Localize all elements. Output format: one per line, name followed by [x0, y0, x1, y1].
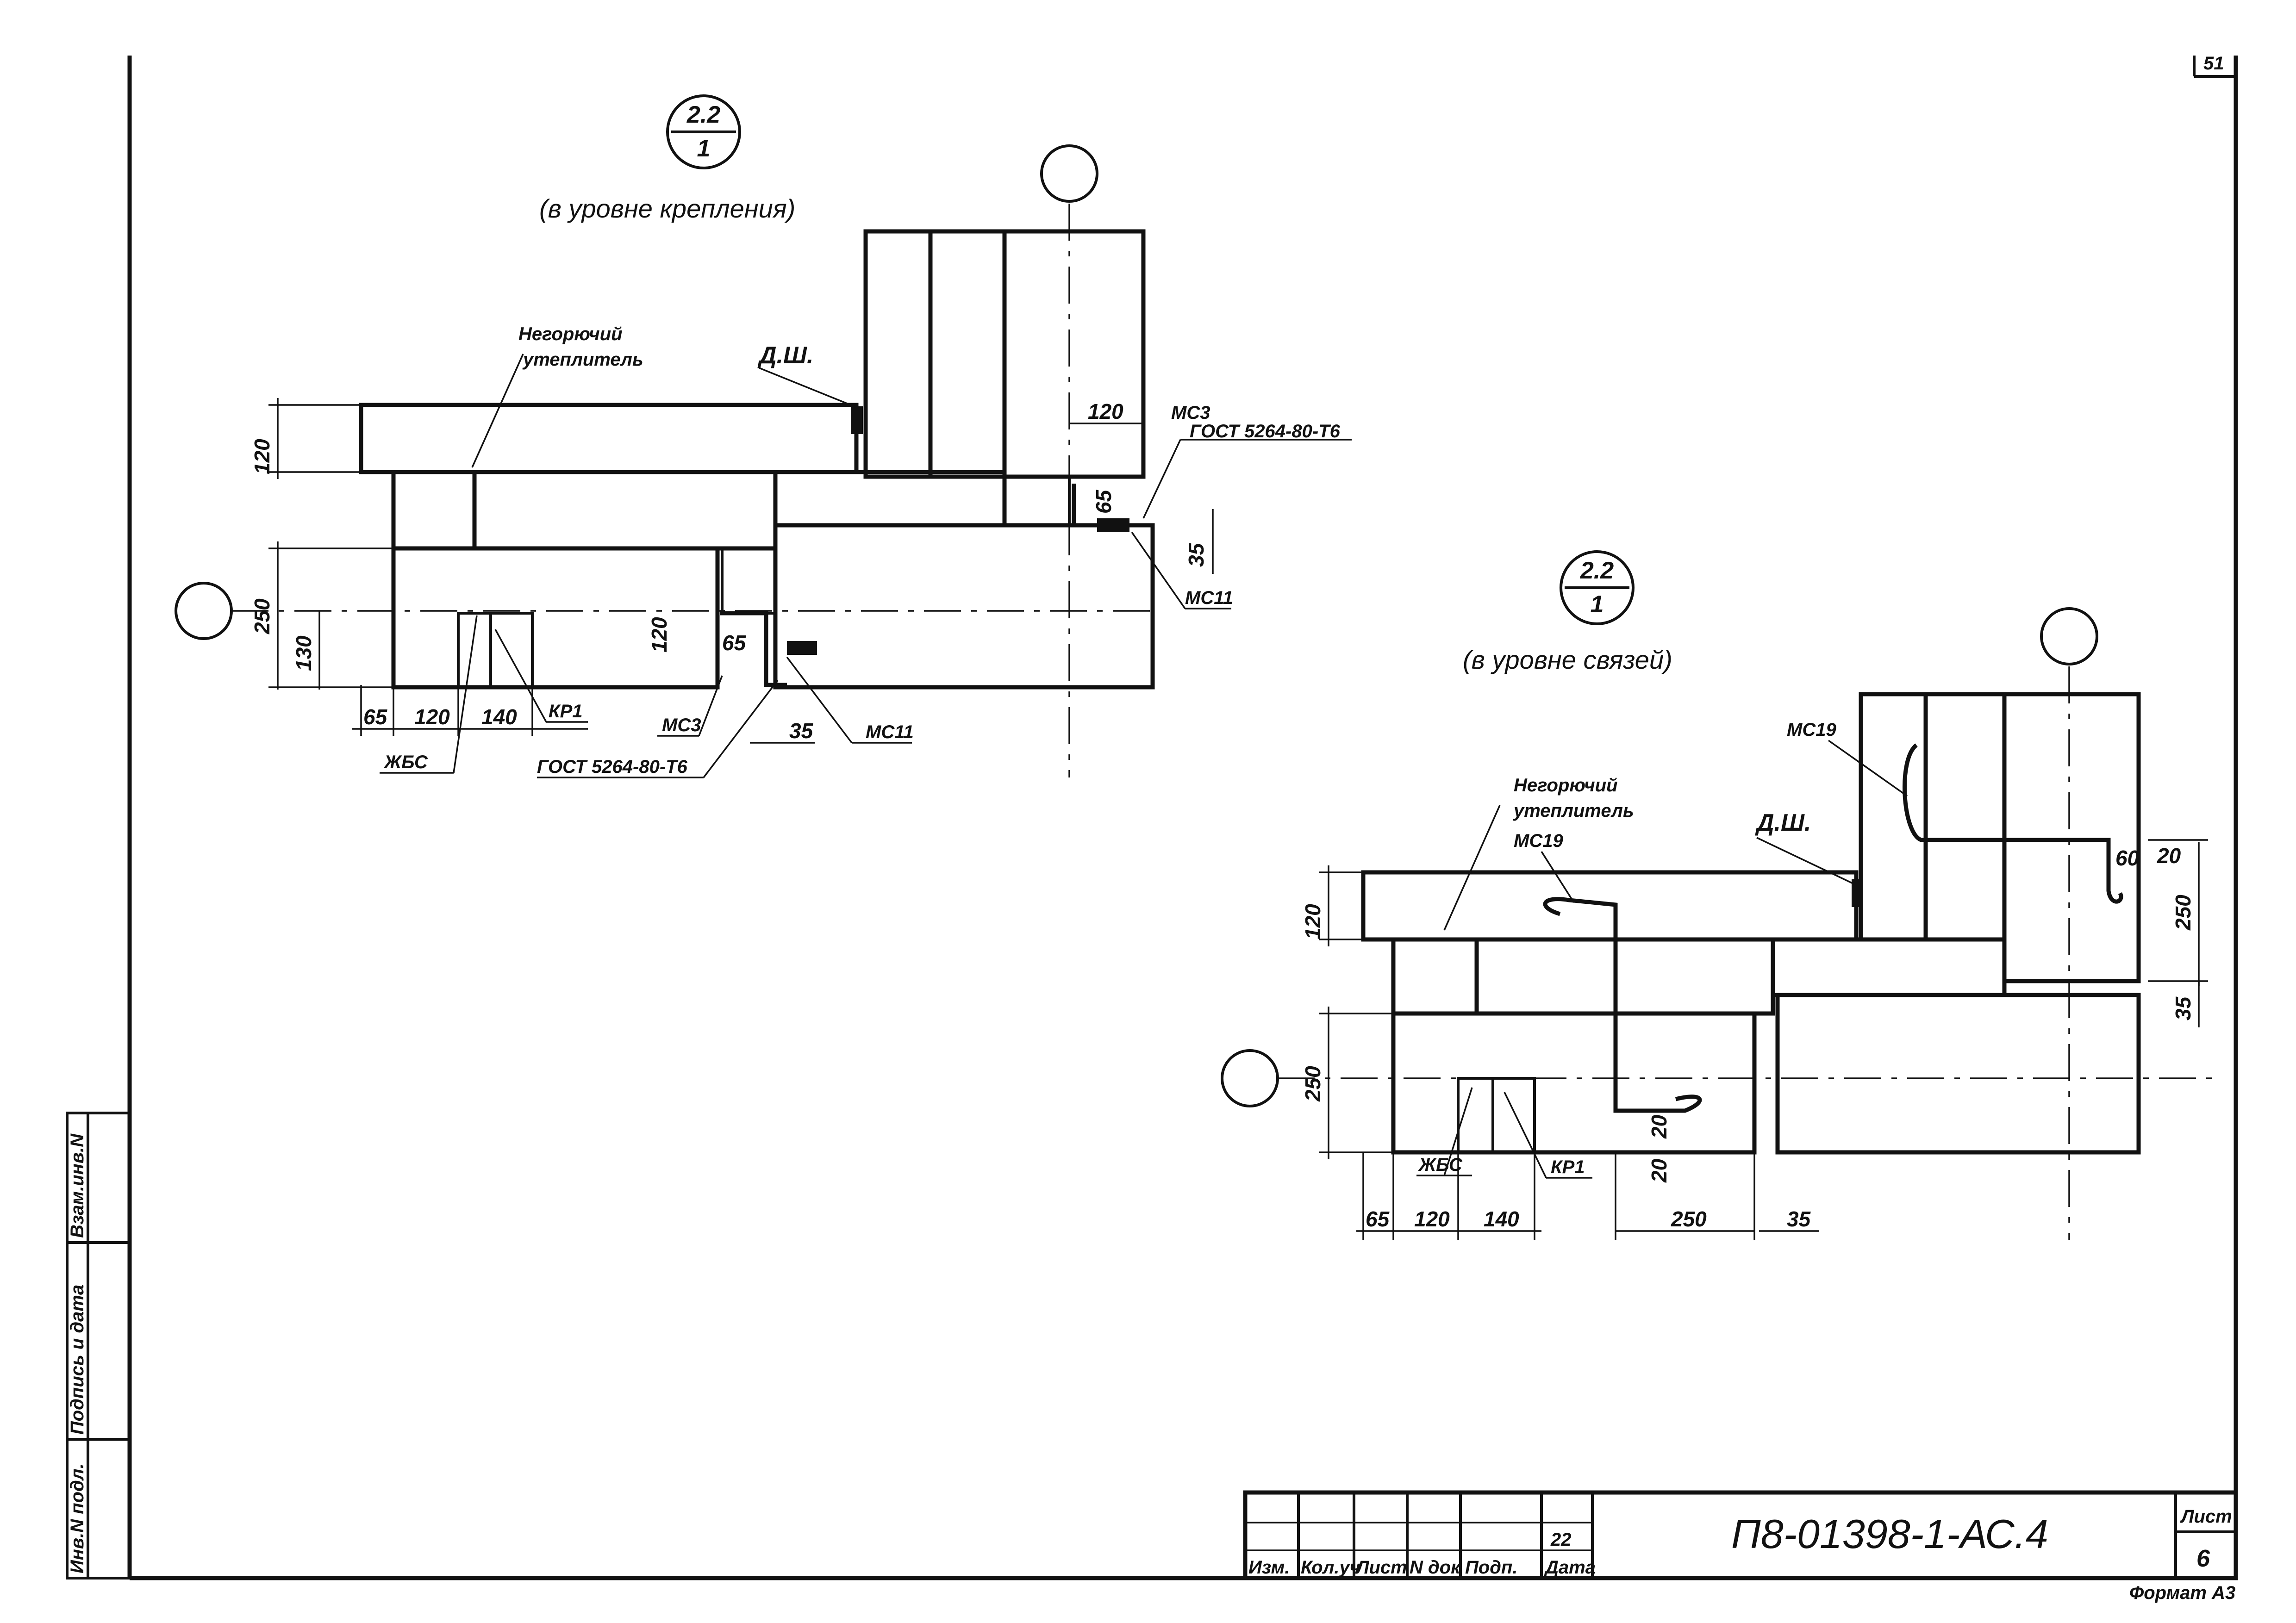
title-header-podp: Подп. [1465, 1557, 1517, 1578]
axis-marker-top-b [2040, 607, 2098, 665]
detail-a-label-gost-top: ГОСТ 5264-80-Т6 [1190, 421, 1341, 442]
insulation-a-left [391, 470, 477, 551]
title-block: Изм. Кол.уч Лист N док Подп. Дата 22 П8-… [1243, 1490, 2238, 1603]
wall-outer-a [863, 229, 933, 479]
sheet-number: 6 [2196, 1545, 2210, 1572]
detail-b-dim-35b: 35 [2171, 996, 2195, 1020]
axis-marker-left-a [175, 582, 233, 640]
detail-a-label-ms11-top: МС11 [1185, 588, 1233, 608]
detail-b-label-ms19-a: МС19 [1514, 831, 1563, 851]
wall-insulation-b [1923, 692, 2007, 942]
panel-a-right [773, 523, 1155, 690]
detail-b-seam: Д.Ш. [1755, 809, 1811, 836]
detail-b-dim-250b: 250 [2171, 895, 2195, 931]
detail-b-label-kr1: КР1 [1551, 1157, 1585, 1177]
title-header-kol: Кол.уч [1301, 1557, 1360, 1578]
title-header-list: Лист [1355, 1557, 1407, 1578]
detail-a-dim-120: 120 [414, 705, 450, 729]
detail-a-dim-140: 140 [481, 705, 517, 729]
detail-a-seam: Д.Ш. [757, 342, 813, 369]
detail-a-dim-130: 130 [292, 635, 316, 671]
detail-a-dim-slab: 120 [250, 439, 274, 474]
wall-outer-b [1859, 692, 1928, 942]
wall-insulation-a [928, 229, 1007, 479]
sheet-frame: 51 [127, 53, 2238, 1580]
detail-a-insulation-1: Негорючий [518, 324, 623, 344]
detail-a-label-ms11: МС11 [866, 722, 914, 742]
title-small-mark: 22 [1550, 1530, 1572, 1550]
detail-b-dim-60: 60 [2115, 846, 2140, 870]
side-stamp: Инв.N подл. Подпись и дата Взам.инв.N [66, 1112, 131, 1579]
detail-a-dim-120c: 120 [1088, 399, 1123, 423]
title-header-data: Дата [1544, 1557, 1596, 1578]
svg-text:1: 1 [697, 135, 711, 162]
detail-a-dim-65: 65 [363, 705, 388, 729]
detail-a-marker: 2.2 1 [666, 94, 741, 169]
insulation-a-right [773, 470, 1007, 528]
svg-text:2.2: 2.2 [1580, 557, 1614, 584]
detail-b-dim-20c: 20 [2157, 844, 2181, 868]
detail-b-marker: 2.2 1 [1560, 550, 1635, 625]
detail-b-dim-slab: 120 [1301, 904, 1325, 939]
block-a-left [391, 546, 720, 690]
detail-b-caption: (в уровне связей) [1463, 645, 1672, 674]
detail-b-dim-140: 140 [1484, 1207, 1519, 1231]
axis-marker-top-a [1040, 144, 1098, 203]
detail-a-caption: (в уровне крепления) [539, 194, 795, 223]
insulation-b-right [1771, 937, 2007, 997]
panel-b-right [1775, 993, 2141, 1155]
detail-b-dim-120: 120 [1414, 1207, 1450, 1231]
detail-b-dim-250: 250 [1671, 1207, 1707, 1231]
side-stamp-inv: Инв.N подл. [67, 1463, 87, 1573]
side-stamp-replace: Взам.инв.N [67, 1133, 87, 1238]
detail-a-dim-65c: 65 [1092, 489, 1116, 514]
side-stamp-sign: Подпись и дата [67, 1285, 87, 1435]
detail-a-dim-35b: 35 [1184, 542, 1208, 567]
document-code: П8-01398-1-АС.4 [1731, 1511, 2048, 1557]
svg-text:1: 1 [1591, 591, 1604, 618]
insulation-b-left [1391, 937, 1479, 1016]
detail-a-insulation-2: утеплитель [522, 349, 643, 370]
corner-tab: 51 [2203, 53, 2224, 74]
detail-b-dim-65: 65 [1366, 1207, 1390, 1231]
detail-a-dim-35: 35 [789, 719, 814, 743]
detail-b-dim-block: 250 [1301, 1066, 1325, 1102]
detail-b-label-ms19-b: МС19 [1787, 720, 1836, 740]
slab-a [359, 403, 859, 474]
detail-b-label-zhbs: ЖБС [1418, 1155, 1463, 1175]
format-label: Формат А3 [2129, 1583, 2235, 1603]
detail-b-dim-35: 35 [1787, 1207, 1811, 1231]
insulation-b-mid [1474, 937, 1775, 1016]
wall-inner-a [1002, 229, 1146, 479]
wall-inner-b [2002, 692, 2141, 983]
detail-a-label-ms3-top: МС3 [1171, 403, 1210, 423]
detail-a-label-kr1: КР1 [549, 701, 583, 721]
detail-b-dim-20a: 20 [1647, 1114, 1671, 1139]
detail-b-insulation-1: Негорючий [1514, 775, 1618, 796]
insulation-a-mid [472, 470, 778, 551]
detail-b-insulation-2: утеплитель [1513, 801, 1634, 821]
detail-a-dim-block: 250 [250, 598, 274, 634]
sheet-label: Лист [2180, 1506, 2232, 1527]
svg-text:2.2: 2.2 [686, 101, 720, 128]
title-header-ndok: N док [1410, 1557, 1461, 1578]
detail-a-label-gost: ГОСТ 5264-80-Т6 [537, 757, 688, 777]
detail-b: 2.2 1 (в уровне связей) Негорючий утепли… [1221, 550, 2213, 1240]
detail-b-dim-20b: 20 [1647, 1158, 1671, 1183]
axis-marker-left-b [1221, 1049, 1279, 1107]
title-header-izm: Изм. [1248, 1557, 1290, 1578]
detail-a: 2.2 1 (в уровне крепления) [175, 94, 1352, 778]
detail-a-label-zhbs: ЖБС [383, 752, 428, 772]
block-b-left [1391, 1011, 1757, 1155]
detail-a-dim-65b: 65 [722, 631, 747, 655]
detail-a-dim-120b: 120 [647, 617, 671, 653]
detail-a-label-ms3: МС3 [662, 715, 701, 735]
